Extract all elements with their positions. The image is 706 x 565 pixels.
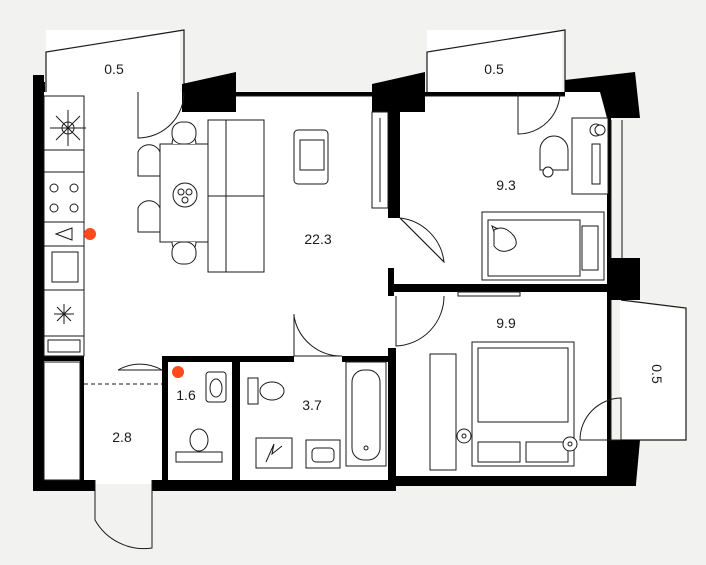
- doors: [84, 91, 622, 550]
- plant-icon: [50, 110, 86, 146]
- lamp-icon: [456, 124, 606, 452]
- area-label-living-kitchen: 22.3: [304, 231, 331, 247]
- double-bed-icon: [471, 341, 575, 467]
- area-label-bedroom-small: 9.3: [496, 177, 516, 193]
- microwave-icon: [47, 339, 81, 353]
- fridge-icon: [54, 304, 74, 324]
- area-label-balcony-living: 0.5: [104, 61, 124, 77]
- area-label-balcony-bedroom-side: 0.5: [649, 364, 665, 384]
- bed-icon: [481, 211, 605, 281]
- desk-chair-icon: [539, 135, 569, 171]
- area-label-toilet: 1.6: [176, 387, 196, 403]
- cat-icon: [491, 225, 517, 252]
- area-label-bathroom: 3.7: [302, 397, 322, 413]
- area-label-bedroom-large: 9.9: [496, 315, 516, 331]
- marker-icon: [84, 228, 184, 378]
- bathroom-sink-icon: [305, 439, 341, 469]
- area-label-balcony-bedroom-top: 0.5: [484, 61, 504, 77]
- windows: [236, 95, 623, 440]
- bathroom-toilet-icon: [247, 377, 285, 405]
- bathtub-icon: [345, 361, 387, 467]
- walls: [33, 72, 640, 491]
- area-label-hallway: 2.8: [112, 429, 132, 445]
- stove-icon: [49, 183, 79, 213]
- closet-icon: [371, 111, 389, 209]
- kitchen-sink-box: [51, 251, 79, 283]
- wardrobe-icon: [429, 353, 457, 471]
- washing-machine-icon: [255, 437, 293, 469]
- armchair-icon: [293, 129, 329, 185]
- radiator-icon: [457, 291, 521, 297]
- hallway-wardrobe: [43, 361, 81, 481]
- sofa-icon: [207, 119, 265, 273]
- toilet-icon: [175, 371, 227, 463]
- balconies: [45, 29, 687, 441]
- sink-icon: [54, 227, 73, 241]
